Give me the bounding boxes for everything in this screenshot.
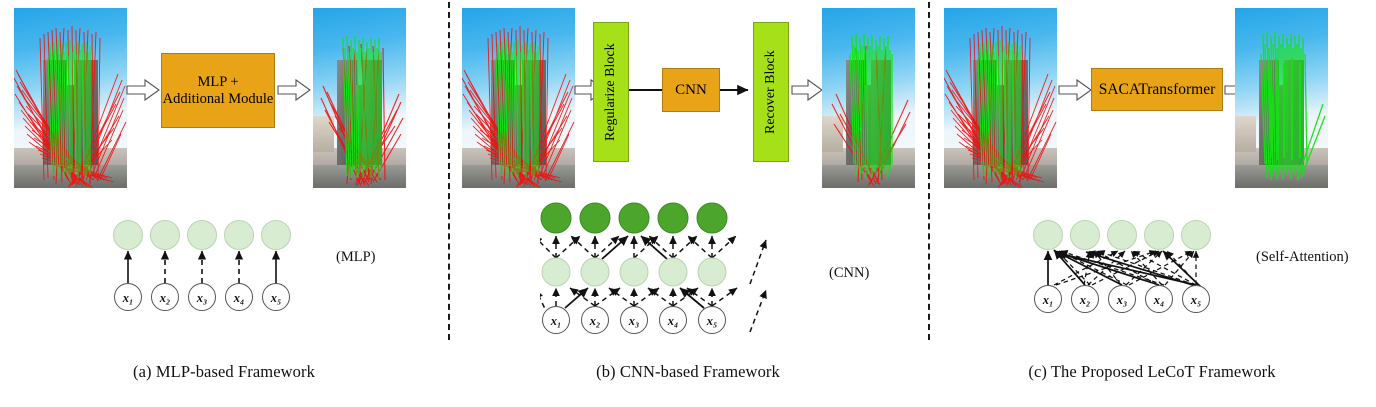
panel-a-input-image xyxy=(14,8,127,188)
mlp-module-label-line2: Additional Module xyxy=(162,90,274,107)
match-lines-input-b xyxy=(462,25,575,188)
panel-b-graph: x₁ x₂ x₃ x₄ x₅ xyxy=(540,196,810,341)
panel-b-graph-annotation: (CNN) xyxy=(829,265,870,281)
cnn-block-label: CNN xyxy=(675,81,707,98)
svg-text:x₃: x₃ xyxy=(196,291,208,305)
svg-text:x₅: x₅ xyxy=(1190,293,1202,307)
mlp-module-box[interactable]: MLP + Additional Module xyxy=(161,53,275,128)
svg-text:x₁: x₁ xyxy=(550,314,562,328)
tower-mid xyxy=(65,85,77,165)
sacatransformer-label: SACATransformer xyxy=(1098,80,1216,98)
panel-c-graph: x₁ x₂ x₃ x₄ x₅ xyxy=(1026,205,1246,325)
svg-text:x₁: x₁ xyxy=(1042,293,1054,307)
panel-divider-1 xyxy=(448,2,450,340)
panel-c-output-image xyxy=(1235,8,1328,188)
match-lines-input-a xyxy=(14,25,127,188)
tower-mid xyxy=(1277,85,1287,165)
connector-cnn-to-recover xyxy=(720,84,749,96)
match-lines-input-c xyxy=(944,25,1057,188)
cnn-block[interactable]: CNN xyxy=(662,68,720,112)
svg-text:x₁: x₁ xyxy=(122,291,134,305)
arrow-module-to-output-a xyxy=(277,78,311,102)
side-building xyxy=(313,116,335,152)
panel-cnn-framework: Regularize Block CNN Recover Block xyxy=(448,0,928,407)
panel-b-caption: (b) CNN-based Framework xyxy=(596,362,780,381)
regularize-block-label: Regularize Block xyxy=(603,43,619,141)
recover-block[interactable]: Recover Block xyxy=(753,22,789,162)
tower-mid xyxy=(995,85,1007,165)
panel-lecot-framework: SACATransformer xyxy=(928,0,1376,407)
svg-text:x₄: x₄ xyxy=(667,314,679,328)
panel-divider-2 xyxy=(928,2,930,340)
connector-regularize-to-cnn xyxy=(629,89,662,91)
tower-mid xyxy=(355,85,365,165)
match-lines-output-a xyxy=(320,35,404,187)
panel-c-graph-annotation: (Self-Attention) xyxy=(1256,249,1349,265)
panel-a-output-image xyxy=(313,8,406,188)
side-building xyxy=(1235,116,1257,152)
svg-text:x₅: x₅ xyxy=(270,291,282,305)
arrow-input-to-transformer-c xyxy=(1058,78,1092,102)
recover-block-label: Recover Block xyxy=(763,50,779,134)
arrow-recover-to-output-b xyxy=(791,78,823,102)
svg-text:x₂: x₂ xyxy=(589,314,601,328)
panel-mlp-framework: MLP + Additional Module xyxy=(0,0,448,407)
panel-a-graph: x₁ x₂ x₃ x₄ x₅ xyxy=(106,205,306,325)
panel-a-caption: (a) MLP-based Framework xyxy=(133,362,315,381)
mlp-module-label-line1: MLP + xyxy=(197,74,239,91)
regularize-block[interactable]: Regularize Block xyxy=(593,22,629,162)
panel-b-input-image xyxy=(462,8,575,188)
ground xyxy=(1235,164,1328,188)
tower-mid xyxy=(513,85,525,165)
panel-a-graph-annotation: (MLP) xyxy=(336,249,376,265)
svg-text:x₄: x₄ xyxy=(233,291,245,305)
match-lines-output-c xyxy=(1260,31,1326,181)
sacatransformer-block[interactable]: SACATransformer xyxy=(1091,68,1223,111)
arrow-input-to-module-a xyxy=(126,78,160,102)
panel-c-input-image xyxy=(944,8,1057,188)
panel-b-output-image xyxy=(822,8,915,188)
svg-text:x₅: x₅ xyxy=(706,314,718,328)
panel-c-caption: (c) The Proposed LeCoT Framework xyxy=(1028,362,1276,381)
svg-text:x₄: x₄ xyxy=(1153,293,1165,307)
tower-mid xyxy=(864,85,874,165)
svg-text:x₂: x₂ xyxy=(159,291,171,305)
svg-text:x₃: x₃ xyxy=(1116,293,1128,307)
svg-text:x₃: x₃ xyxy=(628,314,640,328)
svg-text:x₂: x₂ xyxy=(1079,293,1091,307)
side-building xyxy=(822,116,844,152)
match-lines-output-b xyxy=(831,33,911,187)
